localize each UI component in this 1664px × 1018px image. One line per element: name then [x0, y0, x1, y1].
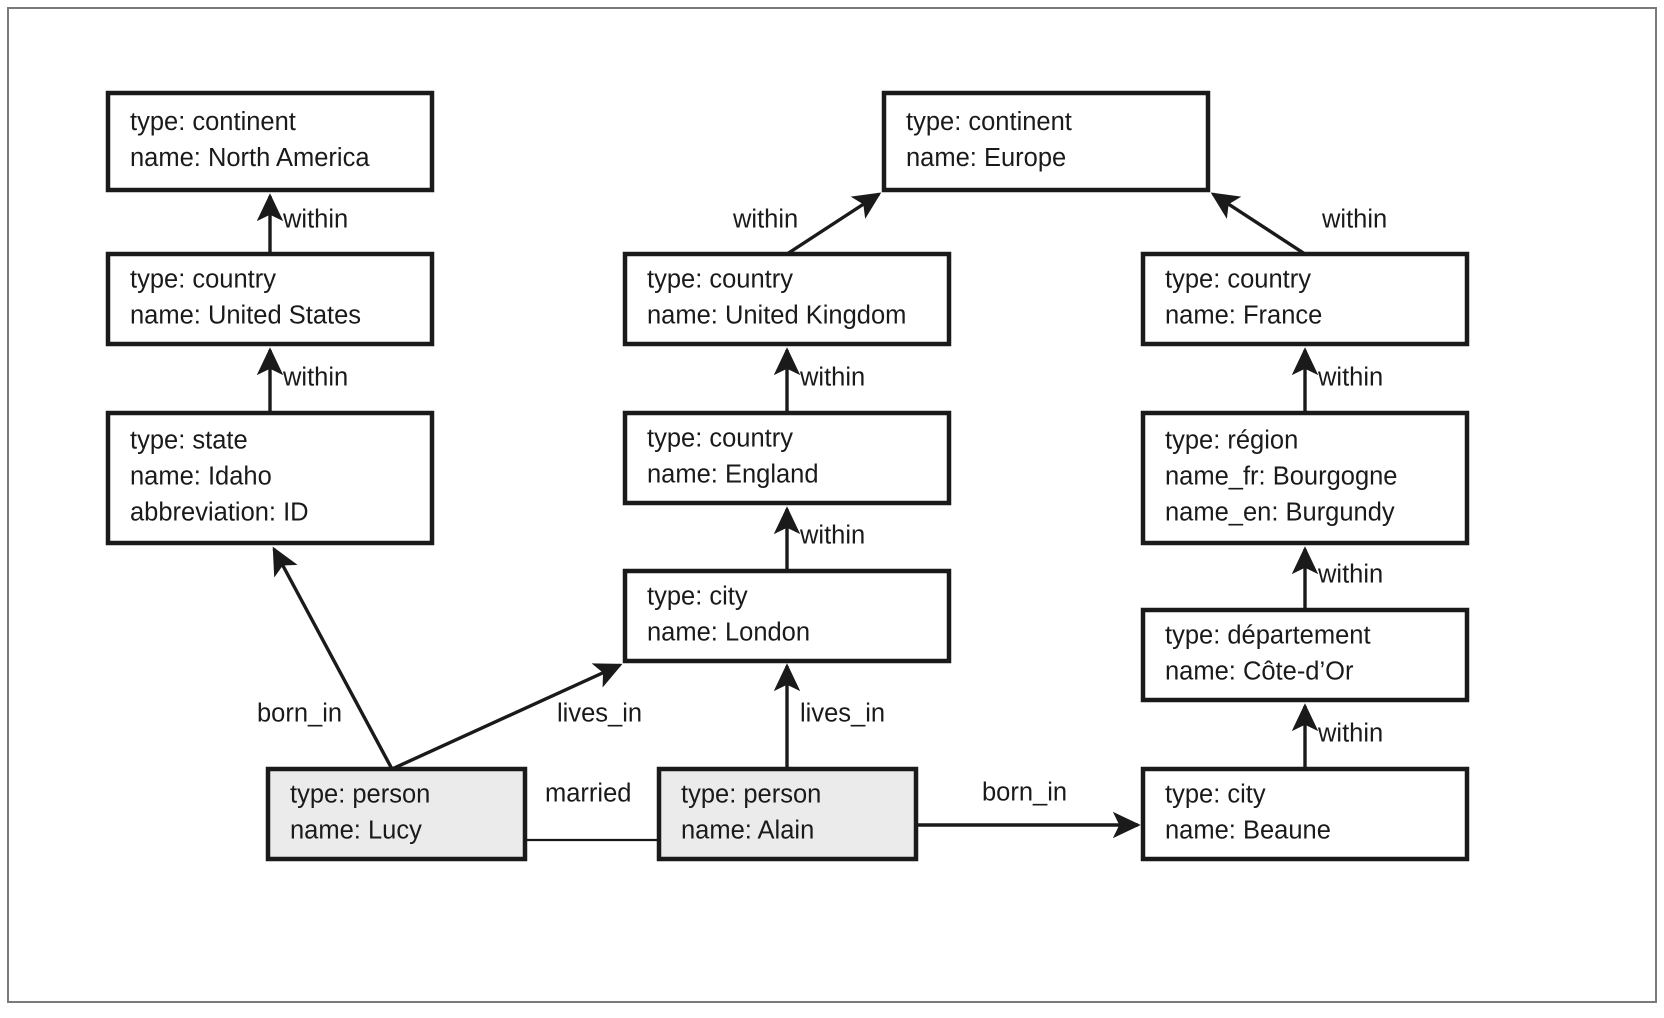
- node-city-london-box[interactable]: [622, 568, 952, 664]
- edge-within-uk-europe-label: within: [732, 206, 798, 234]
- edge-labels-layer: within within within within within within with…: [257, 206, 1387, 808]
- node-departement-cote-dor[interactable]: type: département name: Côte-d’Or: [1140, 607, 1470, 703]
- edge-within-us-northamerica-label: within: [282, 206, 348, 234]
- edges-layer: [256, 192, 1319, 842]
- edge-born-in-alain-beaune-label: born_in: [982, 779, 1067, 807]
- node-region-bourgogne-box[interactable]: [1140, 410, 1470, 546]
- edge-within-uk-europe: [786, 192, 882, 256]
- node-departement-cote-dor-box[interactable]: [1140, 607, 1470, 703]
- node-region-bourgogne[interactable]: type: région name_fr: Bourgogne name_en: B…: [1140, 410, 1470, 546]
- node-person-alain[interactable]: type: person name: Alain: [656, 766, 919, 862]
- node-person-lucy[interactable]: type: person name: Lucy: [265, 766, 528, 862]
- node-city-london[interactable]: type: city name: London: [622, 568, 952, 664]
- node-country-united-states-box[interactable]: [105, 251, 435, 347]
- edge-lives-in-lucy-london: [391, 663, 623, 771]
- node-departement-cote-dor-line-0: type: département: [1165, 622, 1371, 650]
- node-person-alain-line-1: name: Alain: [681, 817, 814, 845]
- edge-born-in-lucy-idaho-line: [272, 546, 394, 770]
- node-state-idaho-line-1: name: Idaho: [130, 463, 272, 491]
- node-country-france-line-0: type: country: [1165, 266, 1311, 294]
- node-region-bourgogne-line-2: name_en: Burgundy: [1165, 499, 1395, 527]
- node-person-lucy-line-1: name: Lucy: [290, 817, 422, 845]
- node-country-united-states-line-1: name: United States: [130, 302, 361, 330]
- node-person-lucy-box[interactable]: [265, 766, 528, 862]
- node-city-beaune-box[interactable]: [1140, 766, 1470, 862]
- edge-born-in-lucy-idaho-label: born_in: [257, 700, 342, 728]
- node-continent-north-america-line-0: type: continent: [130, 108, 296, 136]
- node-person-lucy-line-0: type: person: [290, 781, 430, 809]
- edge-within-france-europe-line: [1210, 192, 1306, 256]
- edge-lives-in-alain-london-label: lives_in: [800, 700, 885, 728]
- node-continent-north-america-line-1: name: North America: [130, 144, 370, 172]
- node-city-beaune-line-1: name: Beaune: [1165, 817, 1331, 845]
- node-country-france[interactable]: type: country name: France: [1140, 251, 1470, 347]
- edge-within-idaho-unitedstates-label: within: [282, 364, 348, 392]
- node-country-united-states[interactable]: type: country name: United States: [105, 251, 435, 347]
- edge-within-beaune-cotedor-label: within: [1317, 720, 1383, 748]
- node-city-beaune[interactable]: type: city name: Beaune: [1140, 766, 1470, 862]
- node-person-alain-box[interactable]: [656, 766, 919, 862]
- node-continent-europe[interactable]: type: continent name: Europe: [881, 90, 1211, 193]
- node-continent-europe-line-0: type: continent: [906, 108, 1072, 136]
- node-state-idaho-box[interactable]: [105, 410, 435, 546]
- node-country-france-line-1: name: France: [1165, 302, 1322, 330]
- edge-married-lucy-alain-label: married: [545, 780, 631, 808]
- node-country-united-kingdom-box[interactable]: [622, 251, 952, 347]
- node-state-idaho-line-0: type: state: [130, 427, 248, 455]
- node-continent-north-america[interactable]: type: continent name: North America: [105, 90, 435, 193]
- node-region-bourgogne-line-1: name_fr: Bourgogne: [1165, 463, 1398, 491]
- node-country-united-states-line-0: type: country: [130, 266, 276, 294]
- node-country-united-kingdom[interactable]: type: country name: United Kingdom: [622, 251, 952, 347]
- edge-within-france-europe: [1210, 192, 1306, 256]
- edge-within-bourgogne-france-label: within: [1317, 364, 1383, 392]
- node-country-france-box[interactable]: [1140, 251, 1470, 347]
- node-country-united-kingdom-line-0: type: country: [647, 266, 793, 294]
- edge-within-england-uk-label: within: [799, 364, 865, 392]
- node-country-england-box[interactable]: [622, 410, 952, 506]
- node-region-bourgogne-line-0: type: région: [1165, 427, 1298, 455]
- node-country-england-line-1: name: England: [647, 461, 819, 489]
- edge-within-uk-europe-line: [786, 192, 882, 256]
- node-continent-europe-box[interactable]: [881, 90, 1211, 193]
- node-continent-north-america-box[interactable]: [105, 90, 435, 193]
- edge-within-london-england-label: within: [799, 522, 865, 550]
- node-country-england[interactable]: type: country name: England: [622, 410, 952, 506]
- edge-lives-in-lucy-london-label: lives_in: [557, 700, 642, 728]
- edge-born-in-lucy-idaho: [272, 546, 394, 770]
- node-country-united-kingdom-line-1: name: United Kingdom: [647, 302, 906, 330]
- edge-within-cotedor-bourgogne-label: within: [1317, 561, 1383, 589]
- edge-lives-in-lucy-london-line: [391, 663, 623, 771]
- edge-within-france-europe-label: within: [1321, 206, 1387, 234]
- node-city-beaune-line-0: type: city: [1165, 781, 1266, 809]
- node-state-idaho[interactable]: type: state name: Idaho abbreviation: ID: [105, 410, 435, 546]
- node-state-idaho-line-2: abbreviation: ID: [130, 499, 309, 527]
- node-continent-europe-line-1: name: Europe: [906, 144, 1066, 172]
- node-country-england-line-0: type: country: [647, 425, 793, 453]
- node-person-alain-line-0: type: person: [681, 781, 821, 809]
- node-city-london-line-1: name: London: [647, 619, 810, 647]
- node-city-london-line-0: type: city: [647, 583, 748, 611]
- node-departement-cote-dor-line-1: name: Côte-d’Or: [1165, 658, 1354, 686]
